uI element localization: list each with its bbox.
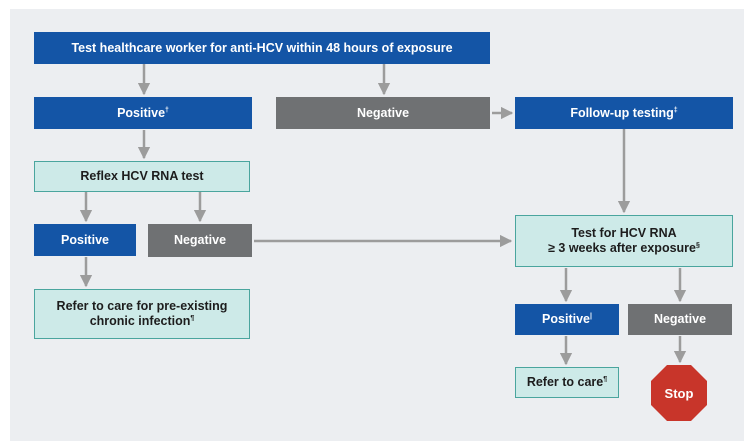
negative-rna-box: Negative xyxy=(148,224,252,257)
positive-followup-box: Positive| xyxy=(515,304,619,335)
initial-test-label: Test healthcare worker for anti-HCV with… xyxy=(71,40,453,55)
reflex-rna-test-box: Reflex HCV RNA test xyxy=(34,161,250,192)
follow-up-testing-label: Follow-up testing‡ xyxy=(570,105,678,120)
test-rna-3-weeks-box: Test for HCV RNA ≥ 3 weeks after exposur… xyxy=(515,215,733,267)
positive-rna-label: Positive xyxy=(61,232,109,247)
initial-test-box: Test healthcare worker for anti-HCV with… xyxy=(34,32,490,64)
refer-to-care-label: Refer to care¶ xyxy=(526,375,608,389)
follow-up-testing-box: Follow-up testing‡ xyxy=(515,97,733,129)
stop-sign: Stop xyxy=(650,364,708,422)
positive-anti-hcv-label: Positive† xyxy=(117,105,169,120)
stop-sign-icon xyxy=(651,365,707,421)
refer-to-care-box: Refer to care¶ xyxy=(515,367,619,398)
negative-anti-hcv-label: Negative xyxy=(356,105,410,120)
negative-anti-hcv-box: Negative xyxy=(276,97,490,129)
stop-label: Stop xyxy=(664,385,694,401)
negative-rna-label: Negative xyxy=(173,233,227,247)
negative-followup-label: Negative xyxy=(653,312,707,326)
reflex-rna-test-label: Reflex HCV RNA test xyxy=(80,169,204,183)
positive-followup-label: Positive| xyxy=(542,312,592,326)
refer-chronic-label: Refer to care for pre-existing chronic i… xyxy=(56,299,228,328)
test-rna-3-weeks-label: Test for HCV RNA ≥ 3 weeks after exposur… xyxy=(548,226,700,255)
positive-rna-box: Positive xyxy=(34,224,136,256)
negative-followup-box: Negative xyxy=(628,304,732,335)
refer-chronic-box: Refer to care for pre-existing chronic i… xyxy=(34,289,250,339)
positive-anti-hcv-box: Positive† xyxy=(34,97,252,129)
